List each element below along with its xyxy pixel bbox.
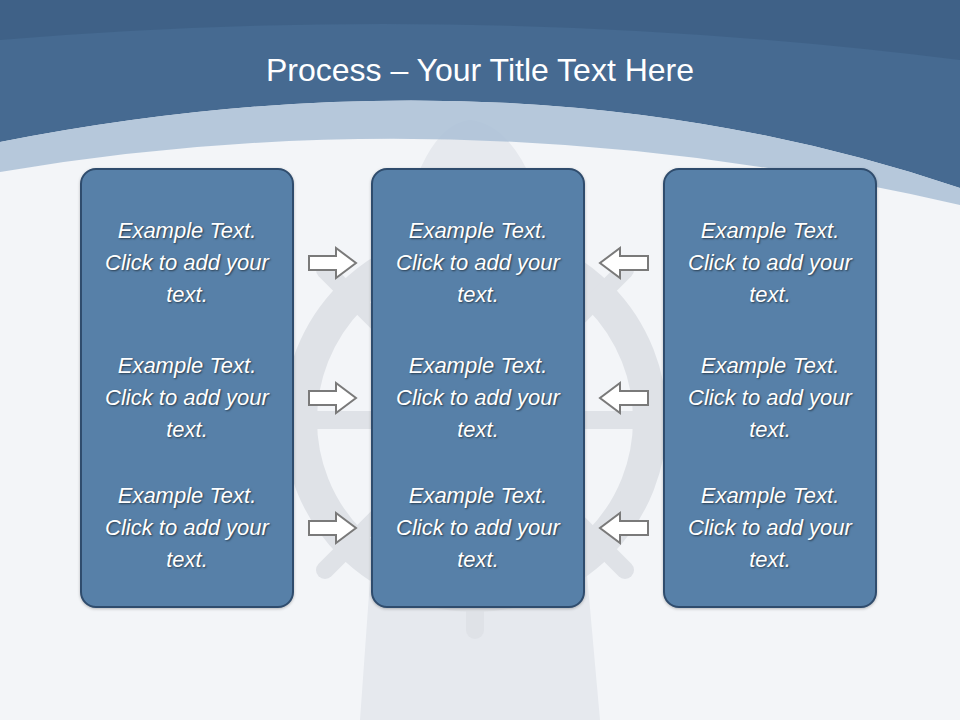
process-box: Example Text. Click to add your text. Exa…	[663, 168, 877, 608]
process-box: Example Text. Click to add your text. Exa…	[371, 168, 585, 608]
process-arrow	[600, 513, 648, 543]
process-box: Example Text. Click to add your text. Exa…	[80, 168, 294, 608]
helm-illustration	[265, 120, 685, 720]
process-arrow	[600, 248, 648, 278]
box-text: Example Text. Click to add your text.	[675, 480, 865, 576]
box-text: Example Text. Click to add your text.	[92, 350, 282, 446]
box-text: Example Text. Click to add your text.	[383, 215, 573, 311]
process-arrow	[309, 513, 356, 543]
process-arrow	[309, 383, 356, 413]
header-shade	[0, 0, 960, 60]
figure-body	[360, 120, 600, 720]
box-text: Example Text. Click to add your text.	[383, 480, 573, 576]
process-arrow	[600, 383, 648, 413]
box-text: Example Text. Click to add your text.	[675, 350, 865, 446]
wheel-spokes	[265, 210, 685, 630]
slide-title: Process – Your Title Text Here	[0, 52, 960, 89]
box-text: Example Text. Click to add your text.	[92, 480, 282, 576]
box-text: Example Text. Click to add your text.	[92, 215, 282, 311]
box-text: Example Text. Click to add your text.	[675, 215, 865, 311]
box-text: Example Text. Click to add your text.	[383, 350, 573, 446]
process-arrow	[309, 248, 356, 278]
